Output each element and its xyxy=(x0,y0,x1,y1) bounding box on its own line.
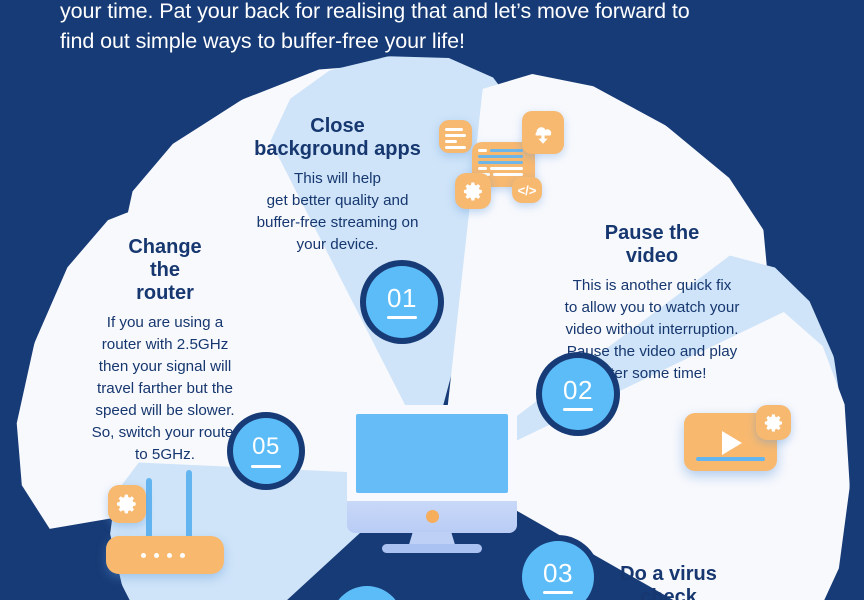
badge-05-number: 05 xyxy=(252,432,280,460)
video-player-icon xyxy=(684,405,794,480)
play-icon xyxy=(722,431,742,455)
monitor-screen xyxy=(356,414,508,493)
cloud-download-icon xyxy=(522,111,564,154)
router-body xyxy=(106,536,224,574)
gear-icon xyxy=(455,173,491,209)
document-icon xyxy=(439,120,472,153)
monitor-icon xyxy=(347,405,517,553)
app-icons-cluster: </> xyxy=(430,105,564,225)
gear-glyph xyxy=(764,413,782,432)
code-icon: </> xyxy=(512,177,542,203)
badge-05-rule xyxy=(251,464,281,468)
badge-05[interactable]: 05 xyxy=(233,418,299,484)
badge-01[interactable]: 01 xyxy=(366,266,438,338)
cloud-download-glyph xyxy=(535,126,552,144)
intro-paragraph: your time. Pat your back for realising t… xyxy=(60,0,690,53)
gear-glyph xyxy=(117,494,136,514)
router-antenna-left xyxy=(146,478,152,540)
router-icon xyxy=(100,470,230,585)
badge-02-rule xyxy=(563,407,593,411)
router-gear-icon xyxy=(108,485,146,523)
router-led-3 xyxy=(167,553,172,558)
monitor-base xyxy=(382,544,482,553)
player-progress-bar xyxy=(696,457,765,461)
player-gear-icon xyxy=(756,405,791,440)
badge-01-rule xyxy=(387,315,417,319)
router-led-1 xyxy=(141,553,146,558)
router-antenna-right xyxy=(186,470,192,540)
badge-03[interactable]: 03 xyxy=(522,541,594,600)
router-led-2 xyxy=(154,553,159,558)
badge-02-number: 02 xyxy=(563,374,593,405)
gear-glyph xyxy=(463,182,482,200)
badge-01-number: 01 xyxy=(387,282,417,313)
router-led-4 xyxy=(180,553,185,558)
badge-03-number: 03 xyxy=(543,557,573,588)
badge-02[interactable]: 02 xyxy=(542,358,614,430)
badge-03-rule xyxy=(543,590,573,594)
monitor-power-dot xyxy=(426,510,439,523)
